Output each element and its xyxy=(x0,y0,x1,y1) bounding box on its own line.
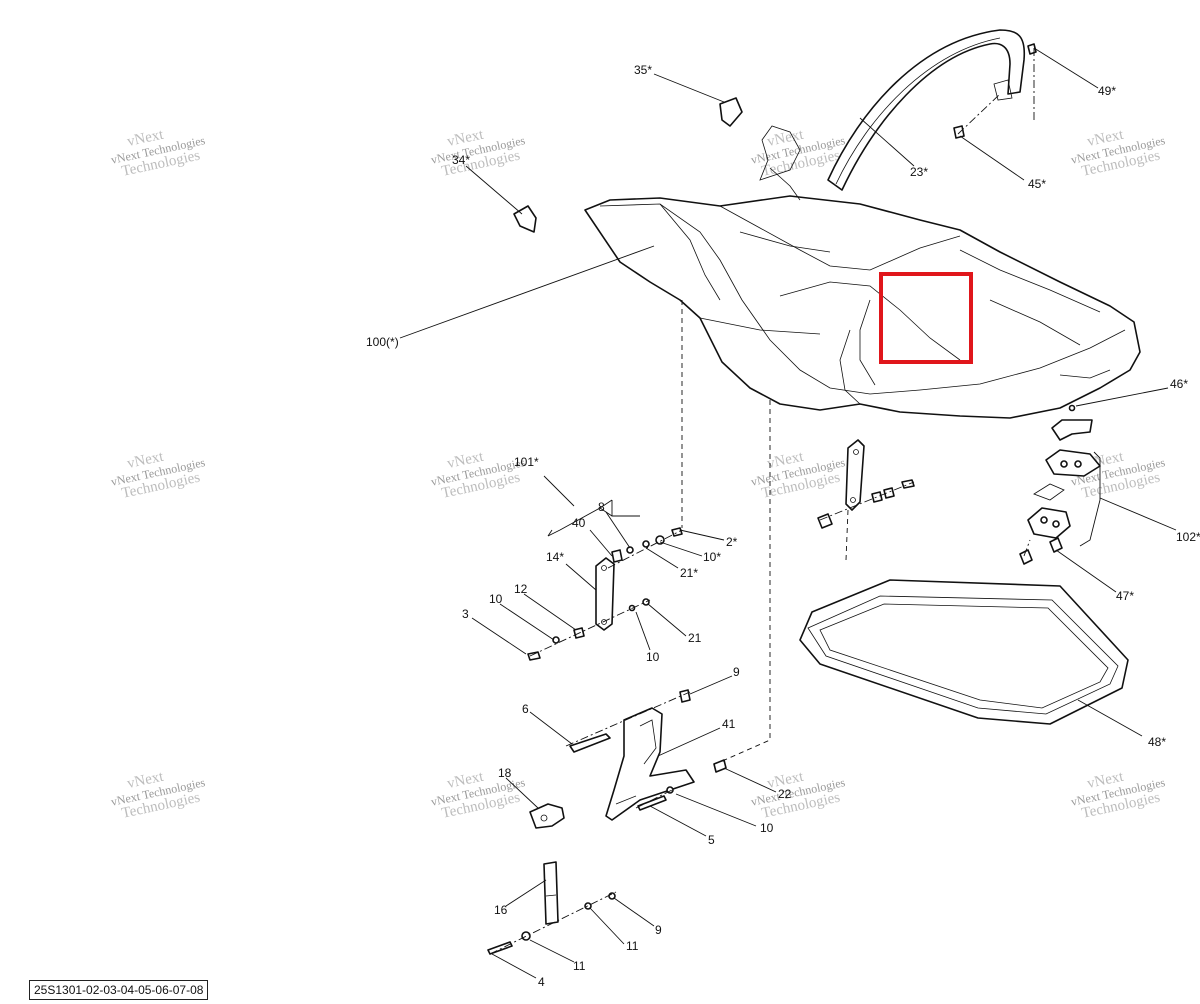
label-4[interactable]: 4 xyxy=(538,975,545,989)
label-49[interactable]: 49* xyxy=(1098,84,1116,98)
part-34[interactable] xyxy=(513,205,537,233)
watermark: vNext vNext Technologies Technologies xyxy=(430,769,527,822)
gas-strut-part-16[interactable] xyxy=(487,861,616,955)
highlight-box[interactable] xyxy=(879,272,973,364)
svg-text:vNext: vNext xyxy=(446,127,486,150)
watermark: vNext vNext Technologies Technologies xyxy=(1070,127,1167,180)
watermark: vNext vNext Technologies Technologies xyxy=(110,769,207,822)
part-45[interactable] xyxy=(953,125,965,139)
svg-text:vNext: vNext xyxy=(766,449,806,472)
part-46[interactable] xyxy=(1068,404,1076,412)
label-41[interactable]: 41 xyxy=(722,717,736,731)
label-12[interactable]: 12 xyxy=(514,582,528,596)
watermark: vNext vNext Technologies Technologies xyxy=(750,449,847,502)
label-101[interactable]: 101* xyxy=(514,455,539,469)
svg-text:vNext: vNext xyxy=(126,769,166,792)
leader-lines xyxy=(399,47,1169,979)
clip-part-18[interactable] xyxy=(529,803,565,829)
hinge-bracket-part-41[interactable] xyxy=(569,689,727,821)
svg-text:vNext: vNext xyxy=(126,127,166,150)
label-45[interactable]: 45* xyxy=(1028,177,1046,191)
watermark: vNext vNext Technologies Technologies xyxy=(430,449,527,502)
svg-text:vNext: vNext xyxy=(446,449,486,472)
link-arm-part-14[interactable] xyxy=(595,557,615,631)
label-23[interactable]: 23* xyxy=(910,165,928,179)
label-11-right[interactable]: 11 xyxy=(626,939,639,953)
label-10-star[interactable]: 10* xyxy=(703,550,721,564)
label-40[interactable]: 40 xyxy=(572,516,586,530)
grab-strap-part-23[interactable] xyxy=(827,29,1026,191)
label-46[interactable]: 46* xyxy=(1170,377,1188,391)
hinge-arm-right[interactable] xyxy=(817,439,915,529)
label-48[interactable]: 48* xyxy=(1148,735,1166,749)
label-11-left[interactable]: 11 xyxy=(573,959,586,973)
latch-assembly-part-102[interactable] xyxy=(1027,419,1101,539)
label-21[interactable]: 21 xyxy=(688,631,702,645)
construction-lines xyxy=(489,48,1035,955)
svg-text:vNext: vNext xyxy=(446,769,486,792)
group-bracket-101 xyxy=(543,475,640,537)
label-100[interactable]: 100(*) xyxy=(366,335,399,349)
watermark: vNext vNext Technologies Technologies xyxy=(430,127,527,180)
svg-text:vNext: vNext xyxy=(766,769,806,792)
label-9-bottom[interactable]: 9 xyxy=(655,923,662,937)
watermark: vNext vNext Technologies Technologies xyxy=(1070,769,1167,822)
svg-text:vNext: vNext xyxy=(1086,769,1126,792)
label-14[interactable]: 14* xyxy=(546,550,564,564)
label-8[interactable]: 8 xyxy=(598,500,605,514)
group-bracket-102 xyxy=(1079,451,1177,547)
label-9-top[interactable]: 9 xyxy=(733,665,740,679)
svg-text:vNext: vNext xyxy=(766,127,806,150)
label-18[interactable]: 18 xyxy=(498,766,512,780)
label-6[interactable]: 6 xyxy=(522,702,529,716)
label-102[interactable]: 102* xyxy=(1176,530,1200,544)
label-10-bottom[interactable]: 10 xyxy=(760,821,774,835)
label-16[interactable]: 16 xyxy=(494,903,508,917)
label-3[interactable]: 3 xyxy=(462,607,469,621)
label-10-left[interactable]: 10 xyxy=(489,592,503,606)
label-34[interactable]: 34* xyxy=(452,153,470,167)
label-5[interactable]: 5 xyxy=(708,833,715,847)
watermark: vNext vNext Technologies Technologies xyxy=(110,127,207,180)
label-47[interactable]: 47* xyxy=(1116,589,1134,603)
label-2[interactable]: 2* xyxy=(726,535,738,549)
label-21-star[interactable]: 21* xyxy=(680,566,698,580)
part-35[interactable] xyxy=(719,97,743,127)
svg-text:vNext: vNext xyxy=(1086,127,1126,150)
part-labels: 35* 34* 23* 49* 45* 100(*) 46* 101* 40 8… xyxy=(366,63,1200,989)
seal-part-48[interactable] xyxy=(799,579,1129,725)
label-10-mid[interactable]: 10 xyxy=(646,650,660,664)
label-22[interactable]: 22 xyxy=(778,787,792,801)
seat-part-100[interactable] xyxy=(584,125,1141,419)
diagram-reference-code: 25S1301-02-03-04-05-06-07-08 xyxy=(29,980,209,1000)
watermark: vNext vNext Technologies Technologies xyxy=(750,769,847,822)
label-35[interactable]: 35* xyxy=(634,63,652,77)
svg-text:vNext: vNext xyxy=(126,449,166,472)
watermark: vNext vNext Technologies Technologies xyxy=(110,449,207,502)
